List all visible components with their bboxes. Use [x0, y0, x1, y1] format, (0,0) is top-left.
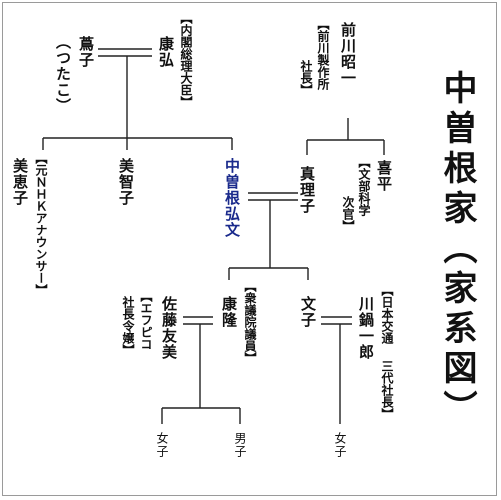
- kihei-note-1: 【文部科学: [357, 156, 371, 216]
- mieko-name: 美恵子: [11, 158, 29, 206]
- hirofumi-name: 中曽根弘文: [223, 158, 241, 238]
- sato-tomomi-name: 佐藤友美: [160, 296, 178, 360]
- michiko-name: 美智子: [117, 158, 135, 206]
- sato-tomomi-note-2: 社長令嬢】: [121, 296, 135, 356]
- maekawa-shoichi-note-2: 社長】: [299, 60, 313, 96]
- yasuhiro-name: 康弘: [157, 36, 175, 68]
- tsutako-reading: （つたこ）: [54, 34, 72, 114]
- tsutako-name: 蔦子: [77, 36, 95, 68]
- kihei-note-2: 次官】: [341, 196, 355, 232]
- sato-tomomi-note-1: 【エフピコ: [139, 290, 153, 350]
- yasuhiro-note: 【内閣総理大臣】: [179, 12, 193, 108]
- maekawa-shoichi-note-1: 【前川製作所: [316, 18, 330, 90]
- diagram-frame: [2, 2, 497, 496]
- yasutaka-name: 康隆: [220, 296, 238, 328]
- kawanabe-ichiro-note-1: 【日本交通: [380, 284, 394, 344]
- fumiko-name: 文子: [299, 296, 317, 328]
- yasutaka-child-1: 女子: [155, 432, 169, 458]
- fumiko-child-1: 女子: [333, 432, 347, 458]
- maekawa-shoichi-name: 前川昭一: [339, 22, 357, 86]
- mieko-note: 【元ＮＨＫアナウンサー】: [34, 152, 48, 296]
- yasutaka-note: 【衆議院議員】: [243, 280, 257, 364]
- kawanabe-ichiro-name: 川鍋一郎: [357, 296, 375, 360]
- kihei-name: 喜平: [375, 160, 393, 192]
- kawanabe-ichiro-note-2: 三代社長】: [380, 360, 394, 420]
- page-title: 中曽根家（家系図）: [437, 70, 477, 430]
- yasutaka-child-2: 男子: [233, 432, 247, 458]
- mariko-name: 真理子: [298, 166, 316, 214]
